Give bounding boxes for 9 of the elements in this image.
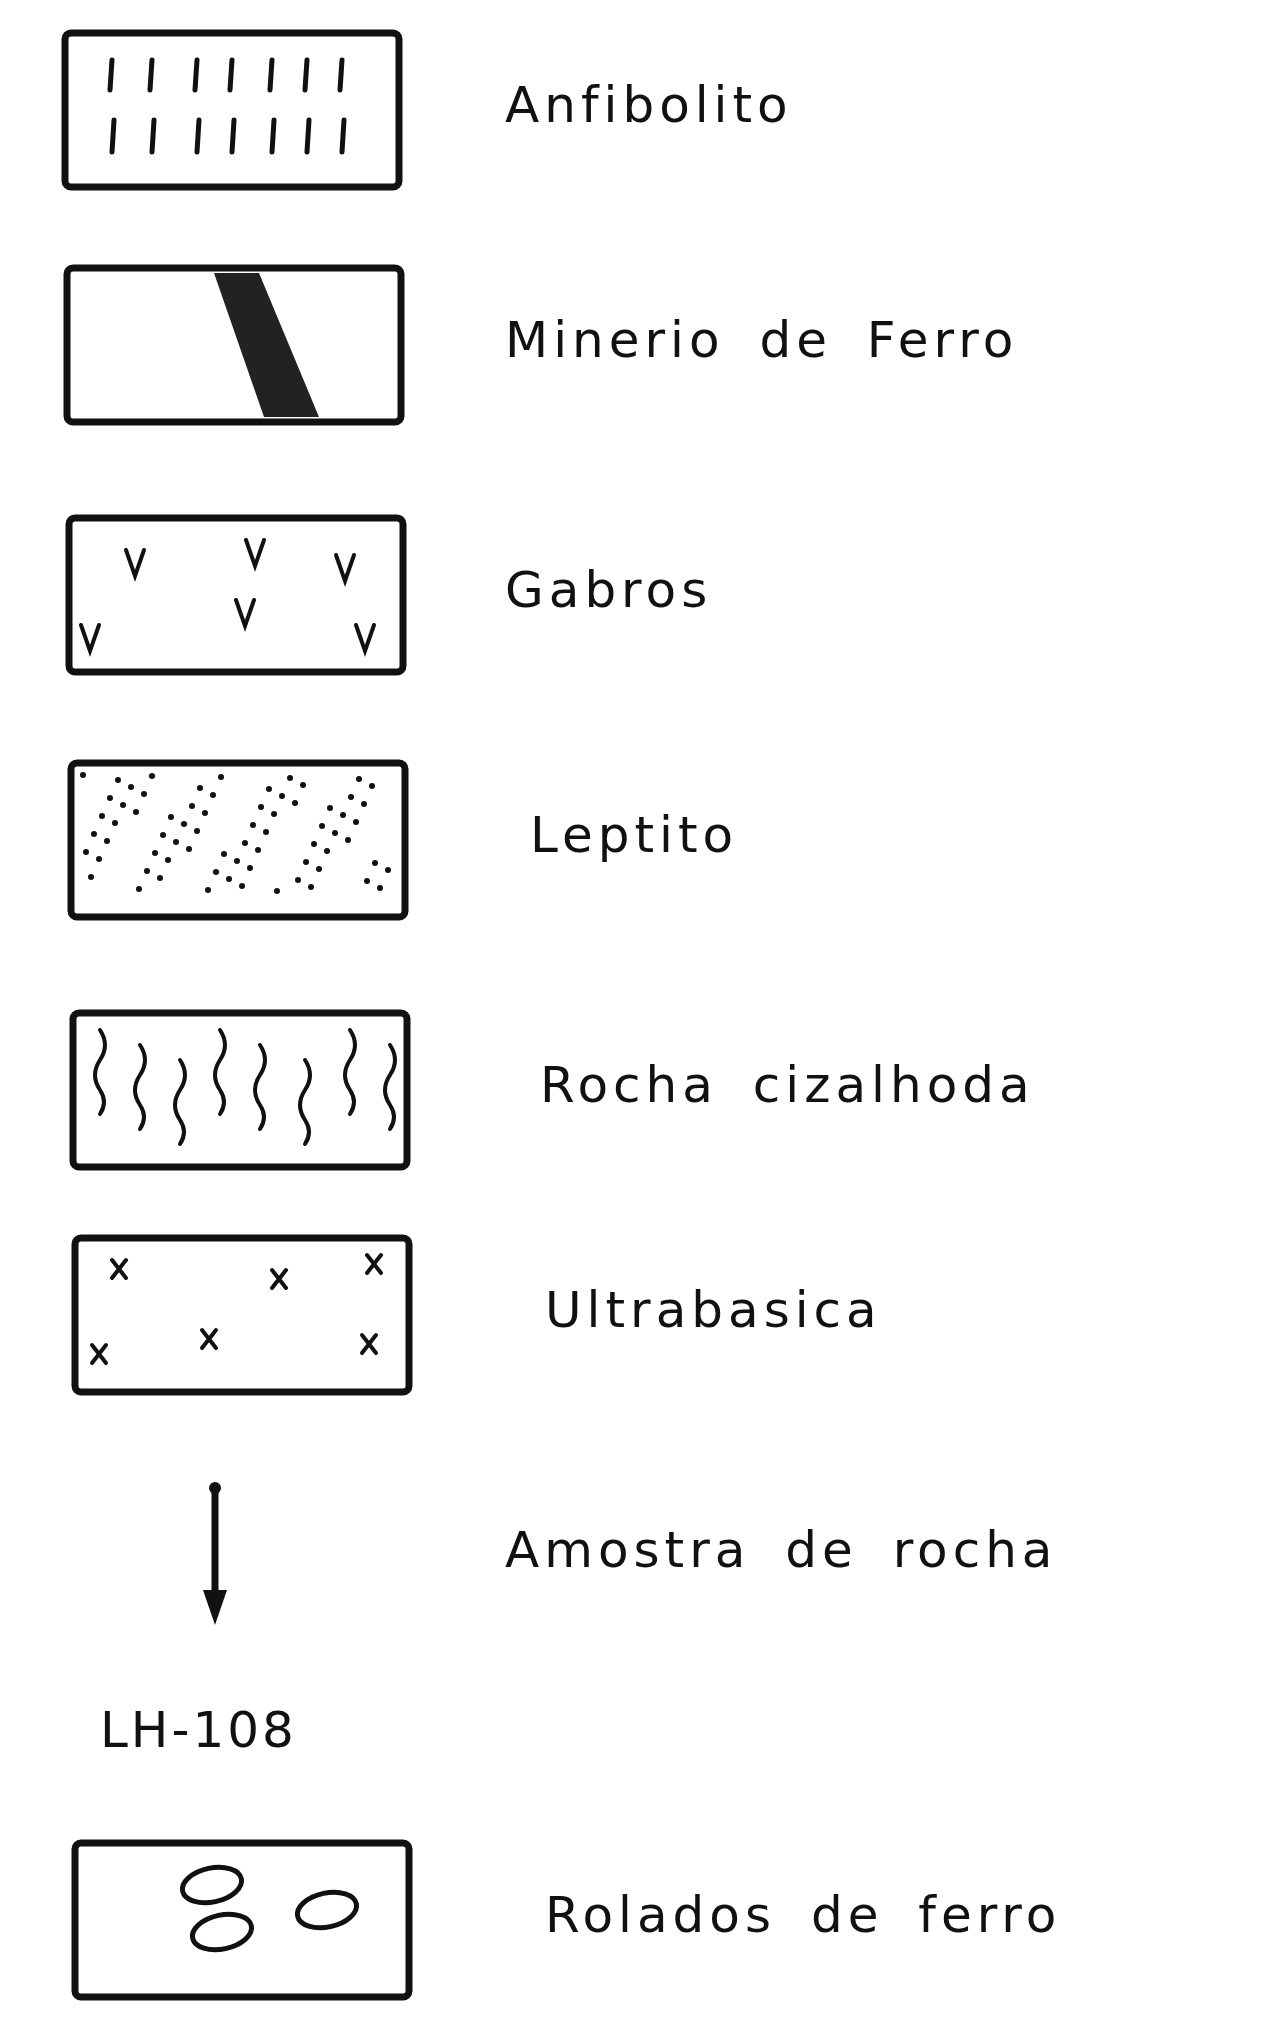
legend-label: Minerio de Ferro [505,315,1019,365]
sample-code: LH-108 [100,1705,297,1755]
legend-label: Anfibolito [505,80,793,130]
legend-label: Amostra de rocha [505,1525,1058,1575]
legend-label: Rocha cizalhoda [540,1060,1035,1110]
legend-label: Ultrabasica [545,1285,882,1335]
legend-label: Gabros [505,565,713,615]
legend-label: Rolados de ferro [545,1890,1062,1940]
legend-label: Leptito [530,810,739,860]
